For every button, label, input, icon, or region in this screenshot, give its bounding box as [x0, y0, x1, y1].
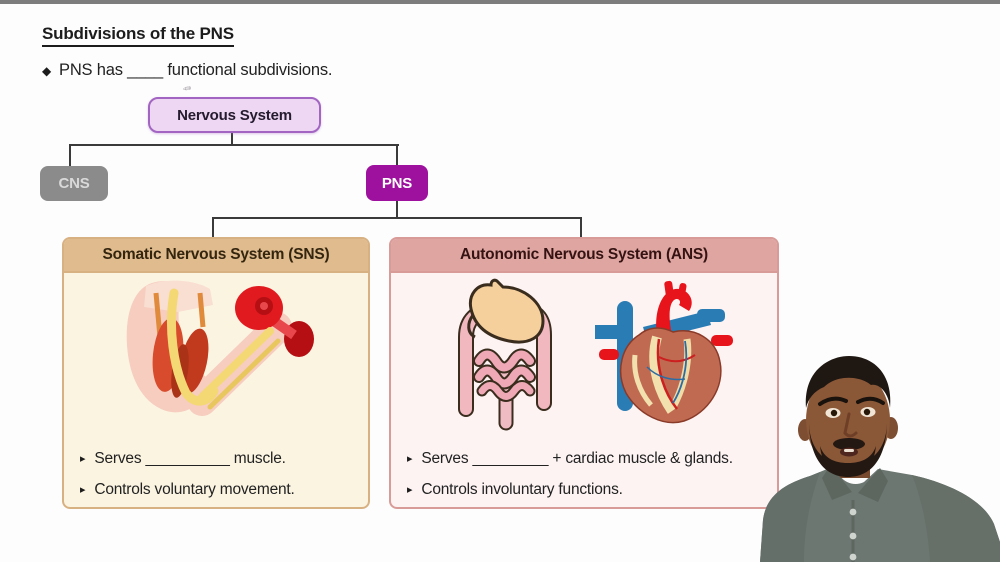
- ans-bullet-1-text: Serves _________ + cardiac muscle & glan…: [421, 450, 733, 467]
- sns-panel-body: ▸ Serves __________ muscle. ▸ Controls v…: [64, 273, 368, 507]
- node-cns: CNS: [40, 166, 108, 201]
- node-nervous-system: Nervous System: [148, 97, 321, 133]
- ans-bullet-2-text: Controls involuntary functions.: [421, 481, 623, 498]
- heart-illustration: [595, 280, 733, 424]
- sns-illustration-wrap: [64, 275, 368, 427]
- triangle-bullet-icon: ▸: [407, 453, 413, 465]
- ans-panel: Autonomic Nervous System (ANS): [389, 237, 779, 509]
- connector-root-down: [231, 129, 233, 145]
- diamond-bullet-icon: ◆: [42, 63, 52, 78]
- top-border-bar: [0, 0, 1000, 4]
- ans-bullet-2: ▸ Controls involuntary functions.: [407, 481, 773, 499]
- sns-bullet-2: ▸ Controls voluntary movement.: [80, 481, 364, 499]
- triangle-bullet-icon: ▸: [407, 484, 413, 496]
- ans-panel-body: ▸ Serves _________ + cardiac muscle & gl…: [391, 273, 777, 507]
- pen-cursor-icon: ✎: [179, 80, 193, 95]
- connector-ans-drop: [580, 219, 582, 238]
- sns-panel: Somatic Nervous System (SNS): [62, 237, 370, 509]
- node-cns-label: CNS: [58, 175, 90, 192]
- connector-tier1-horizontal: [69, 144, 399, 146]
- node-pns-label: PNS: [381, 174, 413, 192]
- presenter-video-overlay: [760, 356, 1000, 562]
- sns-bullet-1: ▸ Serves __________ muscle.: [80, 450, 364, 468]
- page-title: Subdivisions of the PNS: [42, 24, 234, 47]
- sns-bullet-1-text: Serves __________ muscle.: [94, 450, 286, 467]
- connector-sns-drop: [212, 219, 214, 238]
- sns-panel-header: Somatic Nervous System (SNS): [64, 239, 368, 273]
- connector-tier2-horizontal: [212, 217, 582, 219]
- digestive-system-illustration: [458, 278, 552, 431]
- intro-text: PNS has ____ functional subdivisions.: [59, 61, 333, 79]
- triangle-bullet-icon: ▸: [80, 453, 86, 465]
- triangle-bullet-icon: ▸: [80, 484, 86, 496]
- arm-dumbbell-illustration: [126, 280, 314, 416]
- node-pns: PNS: [366, 165, 428, 201]
- intro-line: ◆ PNS has ____ functional subdivisions.: [42, 61, 333, 80]
- sns-bullet-2-text: Controls voluntary movement.: [94, 481, 295, 498]
- sns-bullets: ▸ Serves __________ muscle. ▸ Controls v…: [80, 437, 364, 499]
- node-nervous-system-label: Nervous System: [177, 106, 292, 124]
- ans-bullets: ▸ Serves _________ + cardiac muscle & gl…: [407, 437, 773, 499]
- connector-pns-drop: [396, 146, 398, 166]
- connector-cns-drop: [69, 146, 71, 167]
- connector-pns-down: [396, 201, 398, 218]
- ans-bullet-1: ▸ Serves _________ + cardiac muscle & gl…: [407, 450, 773, 468]
- ans-illustration-wrap: [391, 275, 777, 433]
- ans-panel-header: Autonomic Nervous System (ANS): [391, 239, 777, 273]
